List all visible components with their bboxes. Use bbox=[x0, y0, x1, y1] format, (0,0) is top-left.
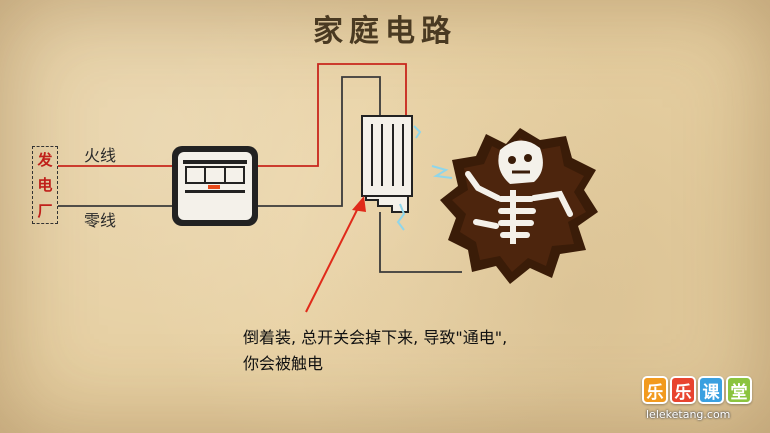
electrocuted-person bbox=[440, 128, 598, 284]
pointer-arrow bbox=[305, 196, 366, 313]
caption: 倒着装, 总开关会掉下来, 导致"通电", 你会被触电 bbox=[243, 325, 603, 377]
caption-line-2: 你会被触电 bbox=[243, 354, 324, 373]
logo-characters: 乐 乐 课 堂 bbox=[642, 376, 752, 404]
electric-meter bbox=[172, 146, 258, 226]
power-plant-box: 发 电 厂 bbox=[32, 146, 58, 224]
logo-char-1: 乐 bbox=[642, 376, 668, 404]
logo-char-3: 课 bbox=[698, 376, 724, 404]
page-title: 家庭电路 bbox=[313, 14, 457, 49]
power-plant-char-2: 电 bbox=[37, 176, 53, 195]
power-plant-char-3: 厂 bbox=[37, 201, 53, 220]
power-plant-char-1: 发 bbox=[37, 151, 53, 170]
sparks bbox=[396, 125, 453, 231]
caption-line-1: 倒着装, 总开关会掉下来, 导致"通电", bbox=[243, 328, 508, 347]
logo-char-2: 乐 bbox=[670, 376, 696, 404]
neutral-wire-label: 零线 bbox=[84, 211, 117, 230]
main-switch bbox=[361, 115, 413, 213]
logo-char-4: 堂 bbox=[726, 376, 752, 404]
neutral-wire bbox=[58, 76, 462, 273]
logo-url: leleketang.com bbox=[646, 408, 731, 421]
live-wire-label: 火线 bbox=[84, 146, 117, 165]
brand-logo[interactable]: 乐 乐 课 堂 leleketang.com bbox=[642, 376, 752, 424]
live-wire bbox=[58, 63, 407, 167]
